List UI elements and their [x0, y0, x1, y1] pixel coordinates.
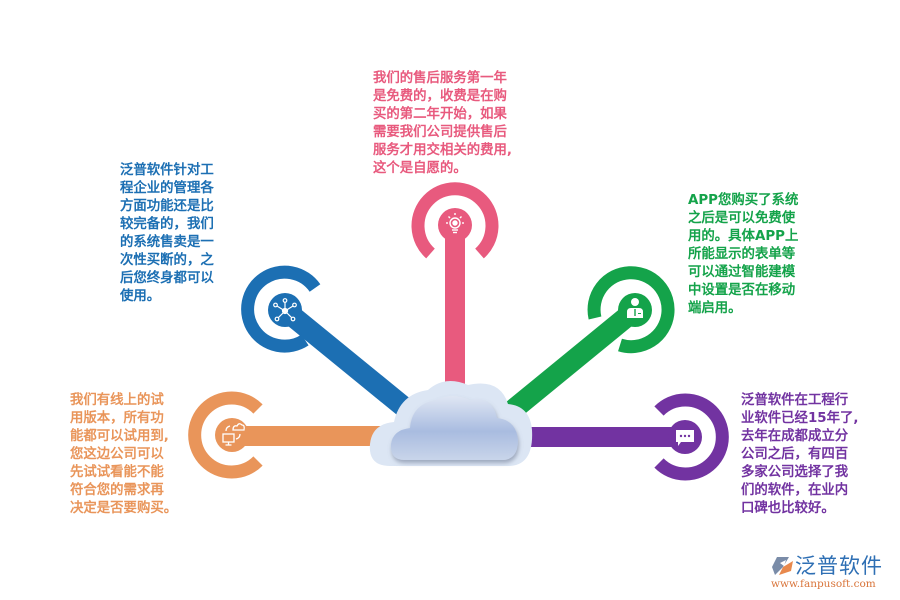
- node-orange-text: 我们有线上的试 用版本，所有功 能都可以试用到, 您这边公司可以 先试试看能不能…: [70, 393, 178, 516]
- logo-url: www.fanpusoft.com: [771, 578, 876, 590]
- chat-bubble-icon: [676, 430, 694, 446]
- node-green-text: APP您购买了系统 之后是可以免费使 用的。具体APP上 所能显示的表单等 可以…: [688, 193, 799, 316]
- brand-logo: 泛普软件 www.fanpusoft.com: [765, 552, 895, 597]
- node-purple-connector: [520, 393, 729, 481]
- node-pink-connector: [411, 182, 499, 400]
- node-purple-text: 泛普软件在工程行 业软件已经15年了, 去年在成都成立分 公司之后，有四百 多家…: [741, 393, 859, 516]
- node-orange-connector: [188, 391, 382, 479]
- node-blue-text: 泛普软件针对工 程企业的管理各 方面功能还是比 较完备的，我们 的系统售卖是一 …: [120, 163, 214, 304]
- cloud-icon: [369, 381, 533, 466]
- logo-mark-icon: [772, 557, 793, 575]
- node-blue-connector: [241, 265, 417, 421]
- node-pink-text: 我们的售后服务第一年 是免费的，收费是在购 买的第二年开始，如果 需要我们公司提…: [373, 71, 512, 176]
- network-icon: [273, 298, 297, 322]
- cloud-computer-sync-icon: [222, 423, 245, 446]
- logo-name: 泛普软件: [795, 554, 883, 578]
- businessman-icon: [627, 298, 643, 318]
- lightbulb-icon: [446, 213, 464, 234]
- node-green-connector: [501, 266, 675, 423]
